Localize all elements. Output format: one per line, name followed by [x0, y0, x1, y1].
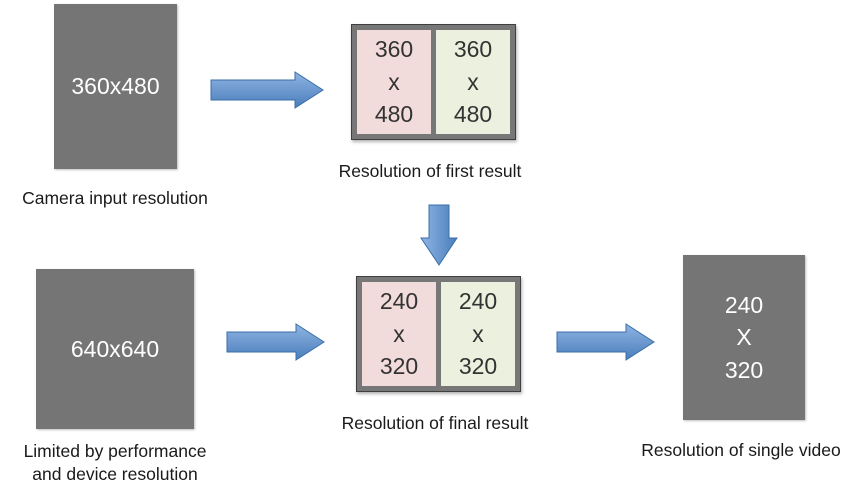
single-video-width: 240 — [724, 291, 764, 318]
first-result-caption: Resolution of first result — [338, 161, 522, 181]
first-result-left-half: 360 x 480 — [357, 30, 431, 134]
camera-input-box: 360x480 — [54, 4, 177, 169]
first-right-x: x — [467, 68, 479, 95]
single-video-height: 320 — [724, 356, 764, 383]
final-result-left-half: 240 x 320 — [362, 282, 436, 386]
single-video-box: 240 X 320 — [683, 255, 805, 420]
final-result-right-half: 240 x 320 — [441, 282, 515, 386]
first-left-height: 480 — [374, 101, 414, 128]
down-arrow-icon — [420, 204, 458, 266]
first-right-width: 360 — [453, 36, 493, 63]
limited-resolution-box: 640x640 — [36, 269, 194, 429]
limited-caption: Limited by performance and device resolu… — [23, 441, 207, 484]
first-result-right-half: 360 x 480 — [436, 30, 510, 134]
final-right-x: x — [472, 320, 484, 347]
camera-input-caption: Camera input resolution — [22, 188, 208, 208]
first-left-width: 360 — [374, 36, 414, 63]
camera-input-resolution-label: 360x480 — [71, 73, 160, 100]
final-left-width: 240 — [379, 288, 419, 315]
right-arrow-icon — [210, 71, 324, 109]
first-left-x: x — [388, 68, 400, 95]
final-left-height: 320 — [379, 353, 419, 380]
right-arrow-icon — [226, 323, 325, 361]
right-arrow-icon — [556, 323, 655, 361]
final-left-x: x — [393, 320, 405, 347]
first-right-height: 480 — [453, 101, 493, 128]
final-result-frame: 240 x 320 240 x 320 — [356, 276, 521, 392]
final-right-height: 320 — [458, 353, 498, 380]
final-right-width: 240 — [458, 288, 498, 315]
final-result-caption: Resolution of final result — [341, 413, 529, 433]
single-video-caption: Resolution of single video — [641, 440, 841, 460]
single-video-x: X — [736, 324, 752, 351]
first-result-frame: 360 x 480 360 x 480 — [351, 24, 516, 140]
limited-resolution-label: 640x640 — [70, 335, 160, 362]
